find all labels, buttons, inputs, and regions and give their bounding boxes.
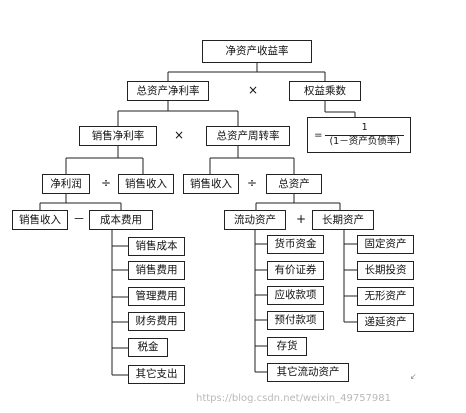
divide-operator: ÷ [247,176,258,190]
node-sales-revenue: 销售收入 [12,210,68,230]
list-item-current-asset: 存货 [267,337,307,356]
node-long-term-assets: 长期资产 [312,210,374,230]
node-roe: 净资产收益率 [202,40,312,63]
node-sales-revenue: 销售收入 [183,174,239,194]
list-item-long-term-asset: 固定资产 [357,235,414,254]
list-item-cost: 其它支出 [128,365,185,384]
list-item-cost: 销售费用 [128,261,185,280]
list-item-long-term-asset: 长期投资 [357,261,414,280]
list-item-long-term-asset: 递延资产 [357,313,414,332]
cursor-mark: ↙ [410,372,417,381]
list-item-cost: 税金 [128,338,168,357]
list-item-cost: 销售成本 [128,237,185,256]
watermark: https://blog.csdn.net/weixin_49757981 [196,393,392,404]
divide-operator: ÷ [101,176,112,190]
formula-numerator: 1 [361,121,368,133]
node-total-asset-turnover: 总资产周转率 [206,126,290,146]
equals-sign: = [314,129,323,141]
node-cost-expense: 成本费用 [89,210,153,230]
node-net-profit: 净利润 [42,174,90,194]
multiply-operator: × [248,83,259,97]
node-net-profit-margin: 销售净利率 [79,126,157,146]
formula-fraction: 1 (1－资产负债率) [325,121,404,148]
list-item-cost: 管理费用 [128,287,185,306]
node-total-assets: 总资产 [266,174,322,194]
node-equity-multiplier: 权益乘数 [289,81,361,101]
formula-denominator: (1－资产负债率) [325,134,404,148]
node-current-assets: 流动资产 [224,210,286,230]
node-total-asset-net-profit-rate: 总资产净利率 [127,81,209,101]
list-item-cost: 财务费用 [128,312,185,331]
list-item-current-asset: 其它流动资产 [267,363,349,382]
plus-operator: + [296,212,307,226]
list-item-long-term-asset: 无形资产 [357,287,414,306]
list-item-current-asset: 预付款项 [267,311,324,330]
minus-operator: － [73,212,86,226]
multiply-operator: × [174,128,185,142]
list-item-current-asset: 货币资金 [267,235,324,254]
list-item-current-asset: 有价证券 [267,261,324,280]
equity-multiplier-formula: = 1 (1－资产负债率) [307,117,411,153]
node-sales-revenue: 销售收入 [118,174,174,194]
list-item-current-asset: 应收款项 [267,286,324,305]
